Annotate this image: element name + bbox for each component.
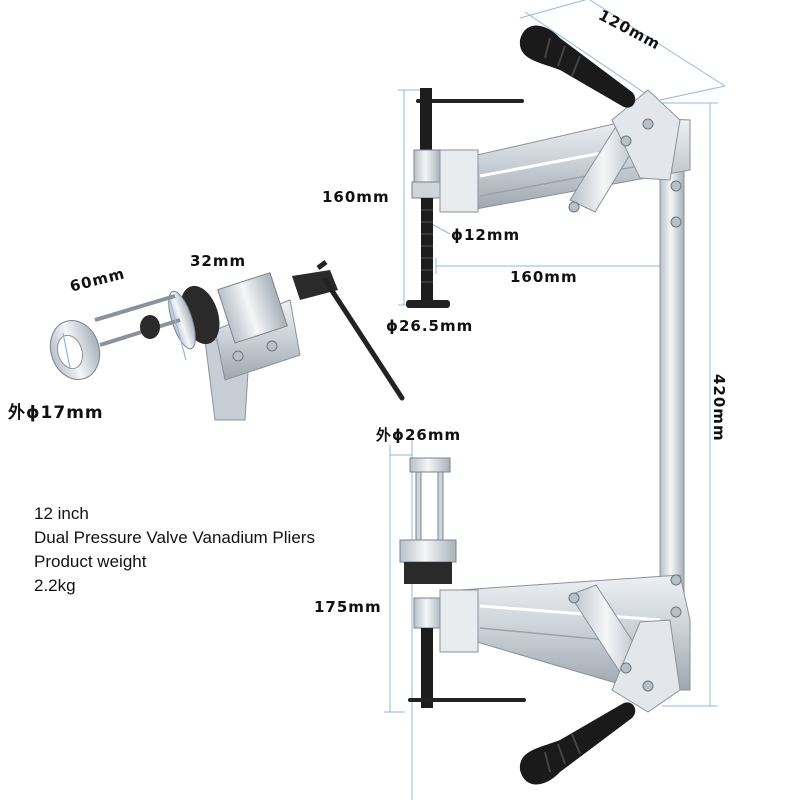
dimension-jaw-reach: 160mm	[510, 268, 578, 286]
grip-top	[519, 25, 636, 108]
top-screw	[406, 88, 524, 308]
product-size: 12 inch	[34, 504, 89, 523]
dimension-screw-diameter: ϕ12mm	[451, 226, 521, 244]
dimension-detail-outer-diameter: 外ϕ17mm	[8, 403, 104, 423]
dimension-top-arm-length: 160mm	[322, 188, 390, 206]
dimension-overall-height: 420mm	[710, 374, 728, 442]
bottom-cup	[399, 457, 526, 708]
grip-bottom	[519, 702, 636, 785]
dimension-lines	[384, 0, 726, 800]
dimension-cup-outer-diameter: 外ϕ26mm	[376, 426, 462, 444]
product-info: 12 inch Dual Pressure Valve Vanadium Pli…	[34, 502, 315, 598]
dimension-foot-diameter: ϕ26.5mm	[386, 317, 474, 335]
product-weight-label: Product weight	[34, 552, 147, 571]
detail-closeup	[49, 260, 405, 421]
product-name: Dual Pressure Valve Vanadium Pliers	[34, 528, 315, 547]
c-frame	[454, 89, 691, 713]
dimension-detail-collar: 32mm	[190, 252, 247, 270]
product-weight-value: 2.2kg	[34, 576, 76, 595]
dimension-bottom-arm-length: 175mm	[314, 598, 382, 616]
